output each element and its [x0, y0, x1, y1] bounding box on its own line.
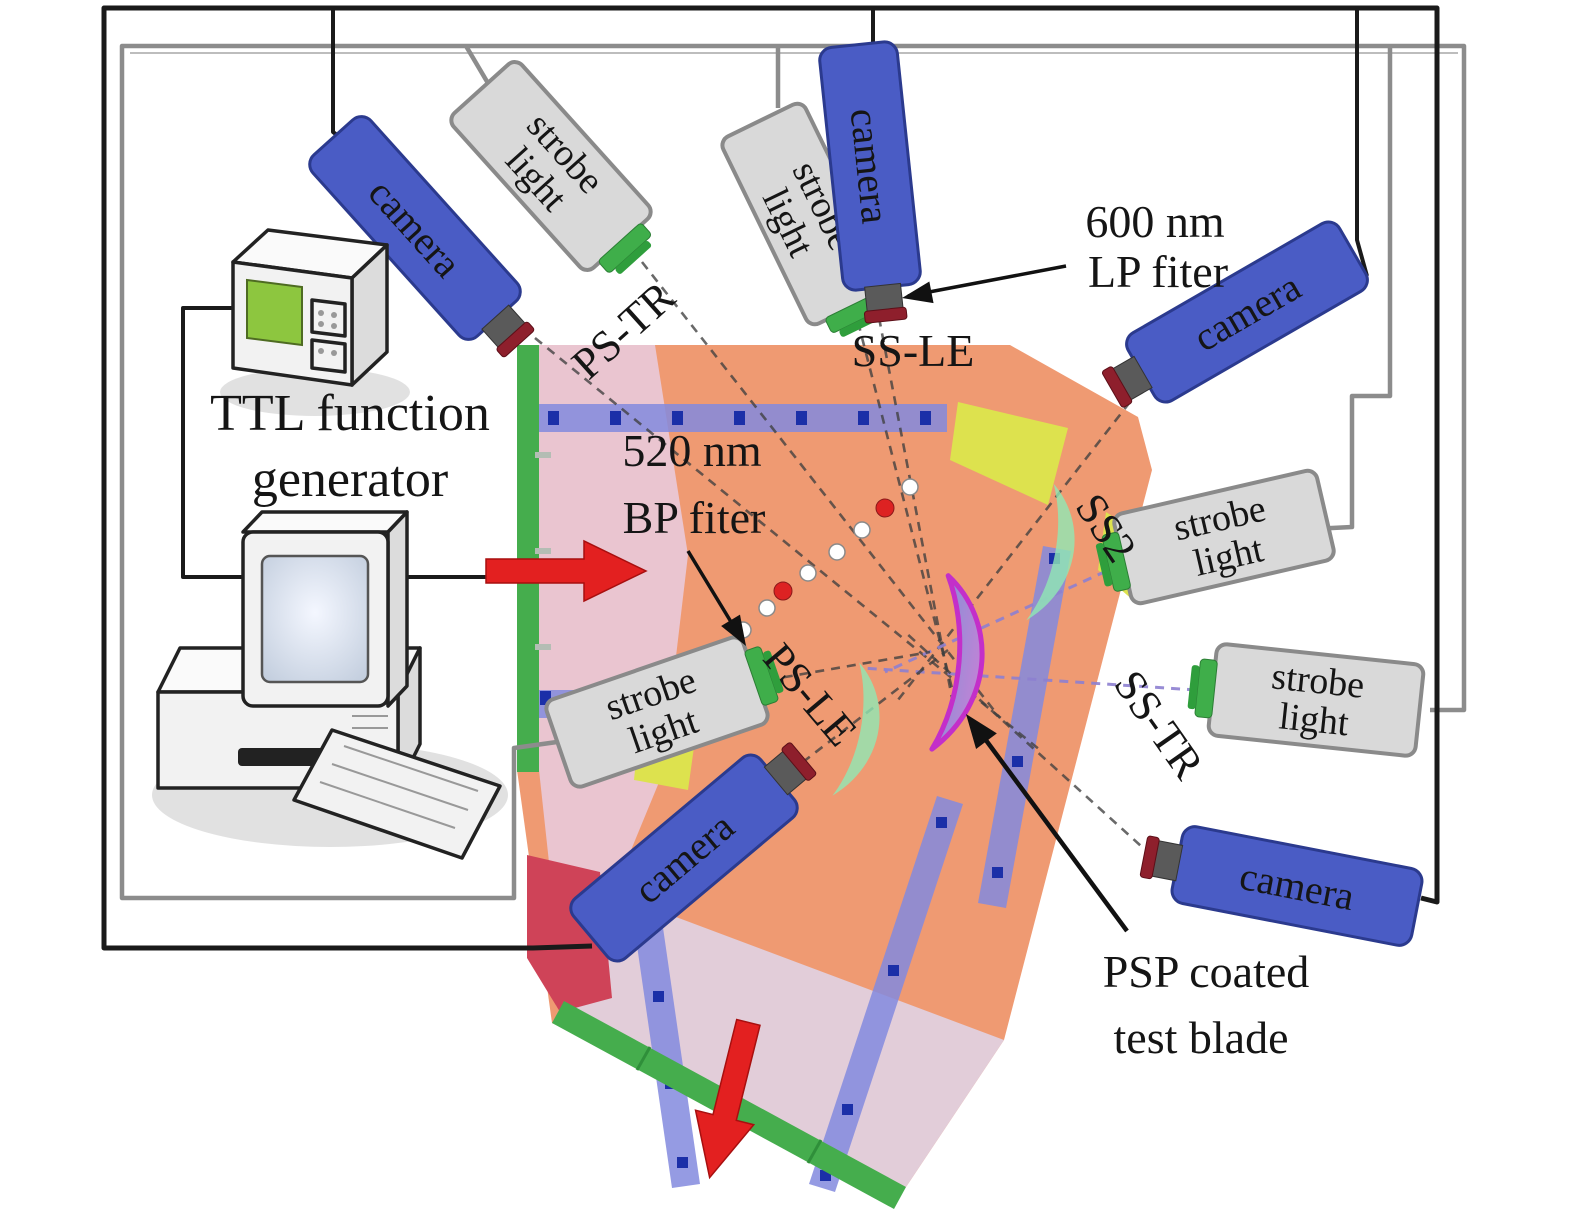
stripe-mid-lower	[809, 796, 963, 1192]
cascade-blade-left	[832, 662, 880, 796]
psp-blade-label-line2: test blade	[1114, 1012, 1289, 1063]
strobe-label: light	[1277, 695, 1351, 744]
labels: TTL function generator PS-TR SS-LE SS2 S…	[210, 196, 1309, 1063]
strobe-light-ps-tr: strobe light	[449, 60, 653, 274]
camera-ps-le: camera	[569, 742, 817, 963]
camera-ss-tr: camera	[1139, 825, 1424, 947]
ttl-function-generator	[220, 228, 410, 416]
psp-blade-label-line1: PSP coated	[1103, 946, 1310, 997]
computer	[152, 510, 508, 860]
bp-filter-arrow	[686, 550, 746, 646]
inflow-arrow	[485, 539, 648, 603]
blade-cascade	[832, 483, 1075, 796]
cascade-blade-right	[1026, 483, 1075, 621]
stripe-left-bottom	[630, 893, 700, 1188]
monitor-screen	[260, 554, 370, 684]
sight-lines	[534, 261, 1197, 857]
ss-le-label: SS-LE	[852, 325, 975, 376]
outflow-arrow	[694, 1018, 761, 1180]
ttl-screen	[246, 278, 303, 347]
bp-filter-label-line1: 520 nm	[622, 425, 762, 476]
psp-coated-test-blade	[929, 573, 985, 752]
stripe-right	[978, 546, 1071, 908]
strobe-trigger-bus	[119, 43, 1467, 901]
camera-ss-le: camera	[818, 40, 922, 324]
strobe-light-ss2: strobe light	[1095, 468, 1336, 606]
lp-filter-label-line2: LP fiter	[1088, 246, 1228, 297]
wiring	[101, 5, 1467, 951]
strobe-label: strobe	[1270, 655, 1367, 706]
bp-filter-label-line2: BP fiter	[623, 492, 766, 543]
lp-filter-label-line1: 600 nm	[1085, 196, 1225, 247]
strobe-light-ss-tr: strobe light	[1187, 642, 1426, 758]
camera-trigger-bus	[101, 5, 1440, 951]
ttl-label-line2: generator	[252, 451, 448, 508]
lp-filter-arrow	[902, 264, 1067, 304]
psp-blade-arrow	[966, 714, 1129, 933]
yellow-wedge-top-right	[950, 402, 1068, 505]
ttl-label-line1: TTL function	[210, 385, 490, 442]
flow-arrows	[485, 539, 761, 1180]
